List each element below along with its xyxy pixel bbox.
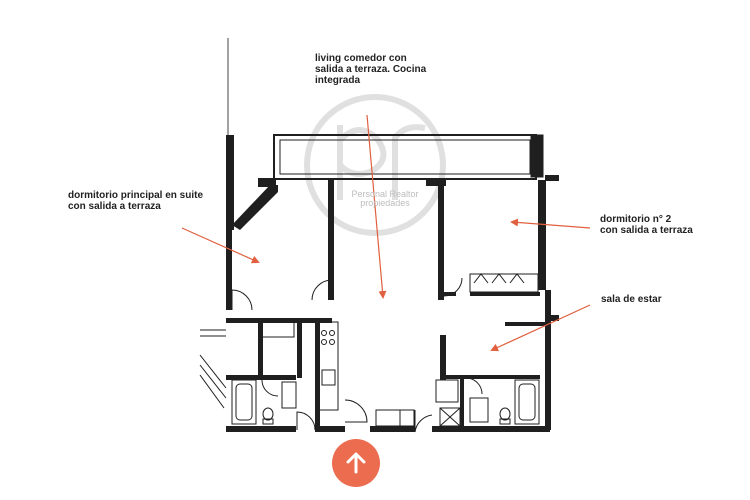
watermark-logo	[304, 94, 446, 236]
watermark-text: Personal Realtor propiedades	[330, 190, 440, 208]
label-living-line2: salida a terraza. Cocina	[315, 64, 427, 75]
label-bedroom2-line1: dormitorio n° 2	[600, 214, 672, 225]
terrace	[273, 134, 544, 180]
kitchen-counter	[317, 321, 339, 411]
bathroom-master	[231, 321, 297, 425]
label-sala-estar: sala de estar	[601, 294, 662, 305]
closet-hall	[375, 407, 461, 427]
bathroom-2	[435, 379, 540, 425]
label-bedroom-2: dormitorio n° 2 con salida a terraza	[600, 214, 693, 236]
label-living: living comedor con salida a terraza. Coc…	[315, 53, 426, 86]
label-living-line3: integrada	[315, 75, 361, 86]
label-master-bedroom: dormitorio principal en suite con salida…	[68, 190, 203, 212]
stairs	[199, 354, 227, 409]
closet-bedroom2	[469, 273, 539, 293]
scroll-up-button[interactable]	[332, 439, 380, 487]
arrow-up-icon	[346, 452, 366, 474]
label-living-line1: living comedor con	[315, 53, 407, 64]
doors	[200, 277, 483, 433]
watermark-line1: Personal Realtor	[351, 189, 419, 199]
interior-walls	[226, 178, 551, 430]
exterior-walls	[226, 135, 559, 432]
watermark-line2: propiedades	[360, 198, 410, 208]
annotation-arrows	[181, 114, 591, 352]
label-master-line1: dormitorio principal en suite	[68, 190, 204, 201]
label-master-line2: con salida a terraza	[68, 201, 161, 212]
label-bedroom2-line2: con salida a terraza	[600, 225, 693, 236]
label-sala-line1: sala de estar	[601, 294, 662, 305]
